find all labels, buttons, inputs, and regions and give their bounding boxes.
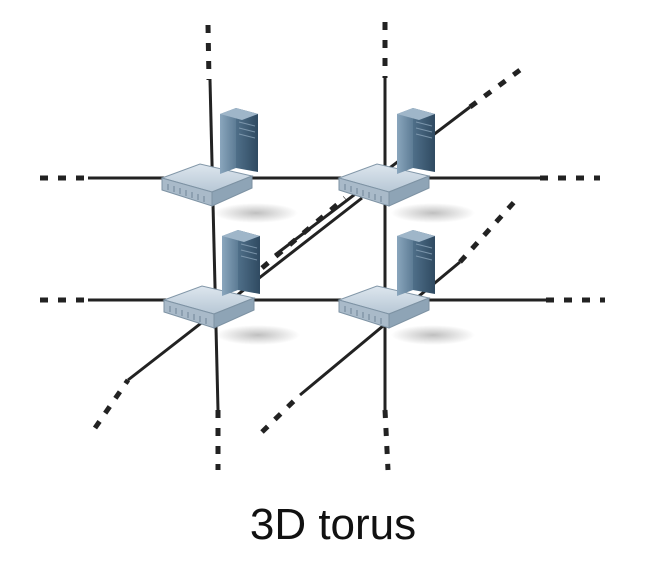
server-on-switch-icon <box>161 107 299 224</box>
node-bottom-left <box>163 229 301 346</box>
diagram-caption: 3D torus <box>249 500 417 549</box>
torus-diagram <box>40 22 605 471</box>
node-top-right <box>338 107 476 224</box>
node-bottom-right <box>338 229 476 346</box>
server-on-switch-icon <box>338 229 476 346</box>
wraparound-dots <box>40 22 605 471</box>
col-left-link <box>208 79 220 411</box>
server-on-switch-icon <box>163 229 301 346</box>
server-on-switch-icon <box>338 107 476 224</box>
torus-links <box>40 22 605 471</box>
node-top-left <box>161 107 299 224</box>
